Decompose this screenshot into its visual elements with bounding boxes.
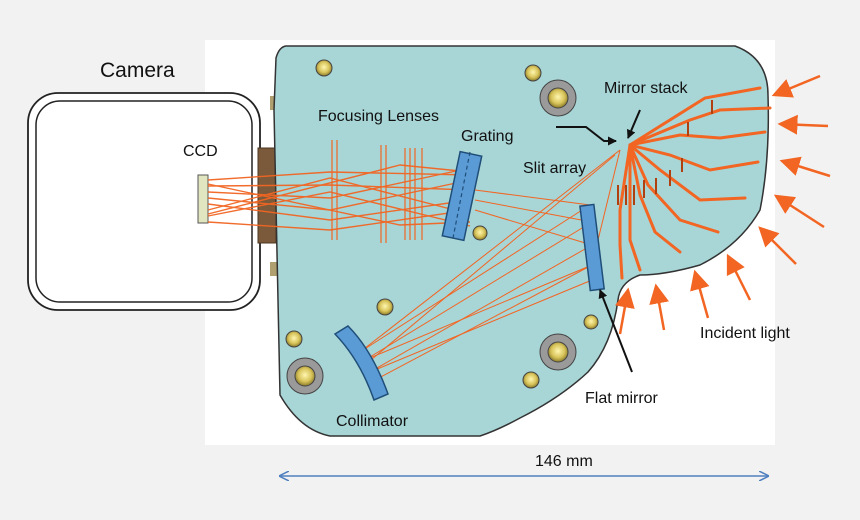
slit-array [617, 100, 713, 205]
flat-mirror-label: Flat mirror [585, 390, 659, 407]
slit-array-label: Slit array [523, 160, 586, 177]
leader-lines [556, 109, 641, 373]
collimator-label: Collimator [336, 413, 409, 430]
grating-label: Grating [461, 128, 513, 145]
focused-rays [207, 164, 471, 231]
focusing-lenses [331, 140, 423, 243]
ccd-sensor [197, 174, 209, 224]
mirror-stack-label: Mirror stack [604, 80, 689, 97]
camera-label: Camera [100, 59, 175, 82]
incident-light-arrows [615, 74, 831, 335]
ccd-label: CCD [183, 143, 218, 160]
camera [27, 92, 278, 311]
collimator [333, 325, 389, 402]
incident-light-label: Incident light [700, 325, 790, 342]
dimension-label: 146 mm [535, 453, 593, 470]
fiber-bundle [618, 86, 772, 280]
focusing-lenses-label: Focusing Lenses [318, 108, 439, 125]
flat-mirror [579, 203, 606, 292]
internal-rays [359, 149, 621, 381]
grating [441, 150, 483, 242]
mounting-screws [285, 59, 599, 395]
